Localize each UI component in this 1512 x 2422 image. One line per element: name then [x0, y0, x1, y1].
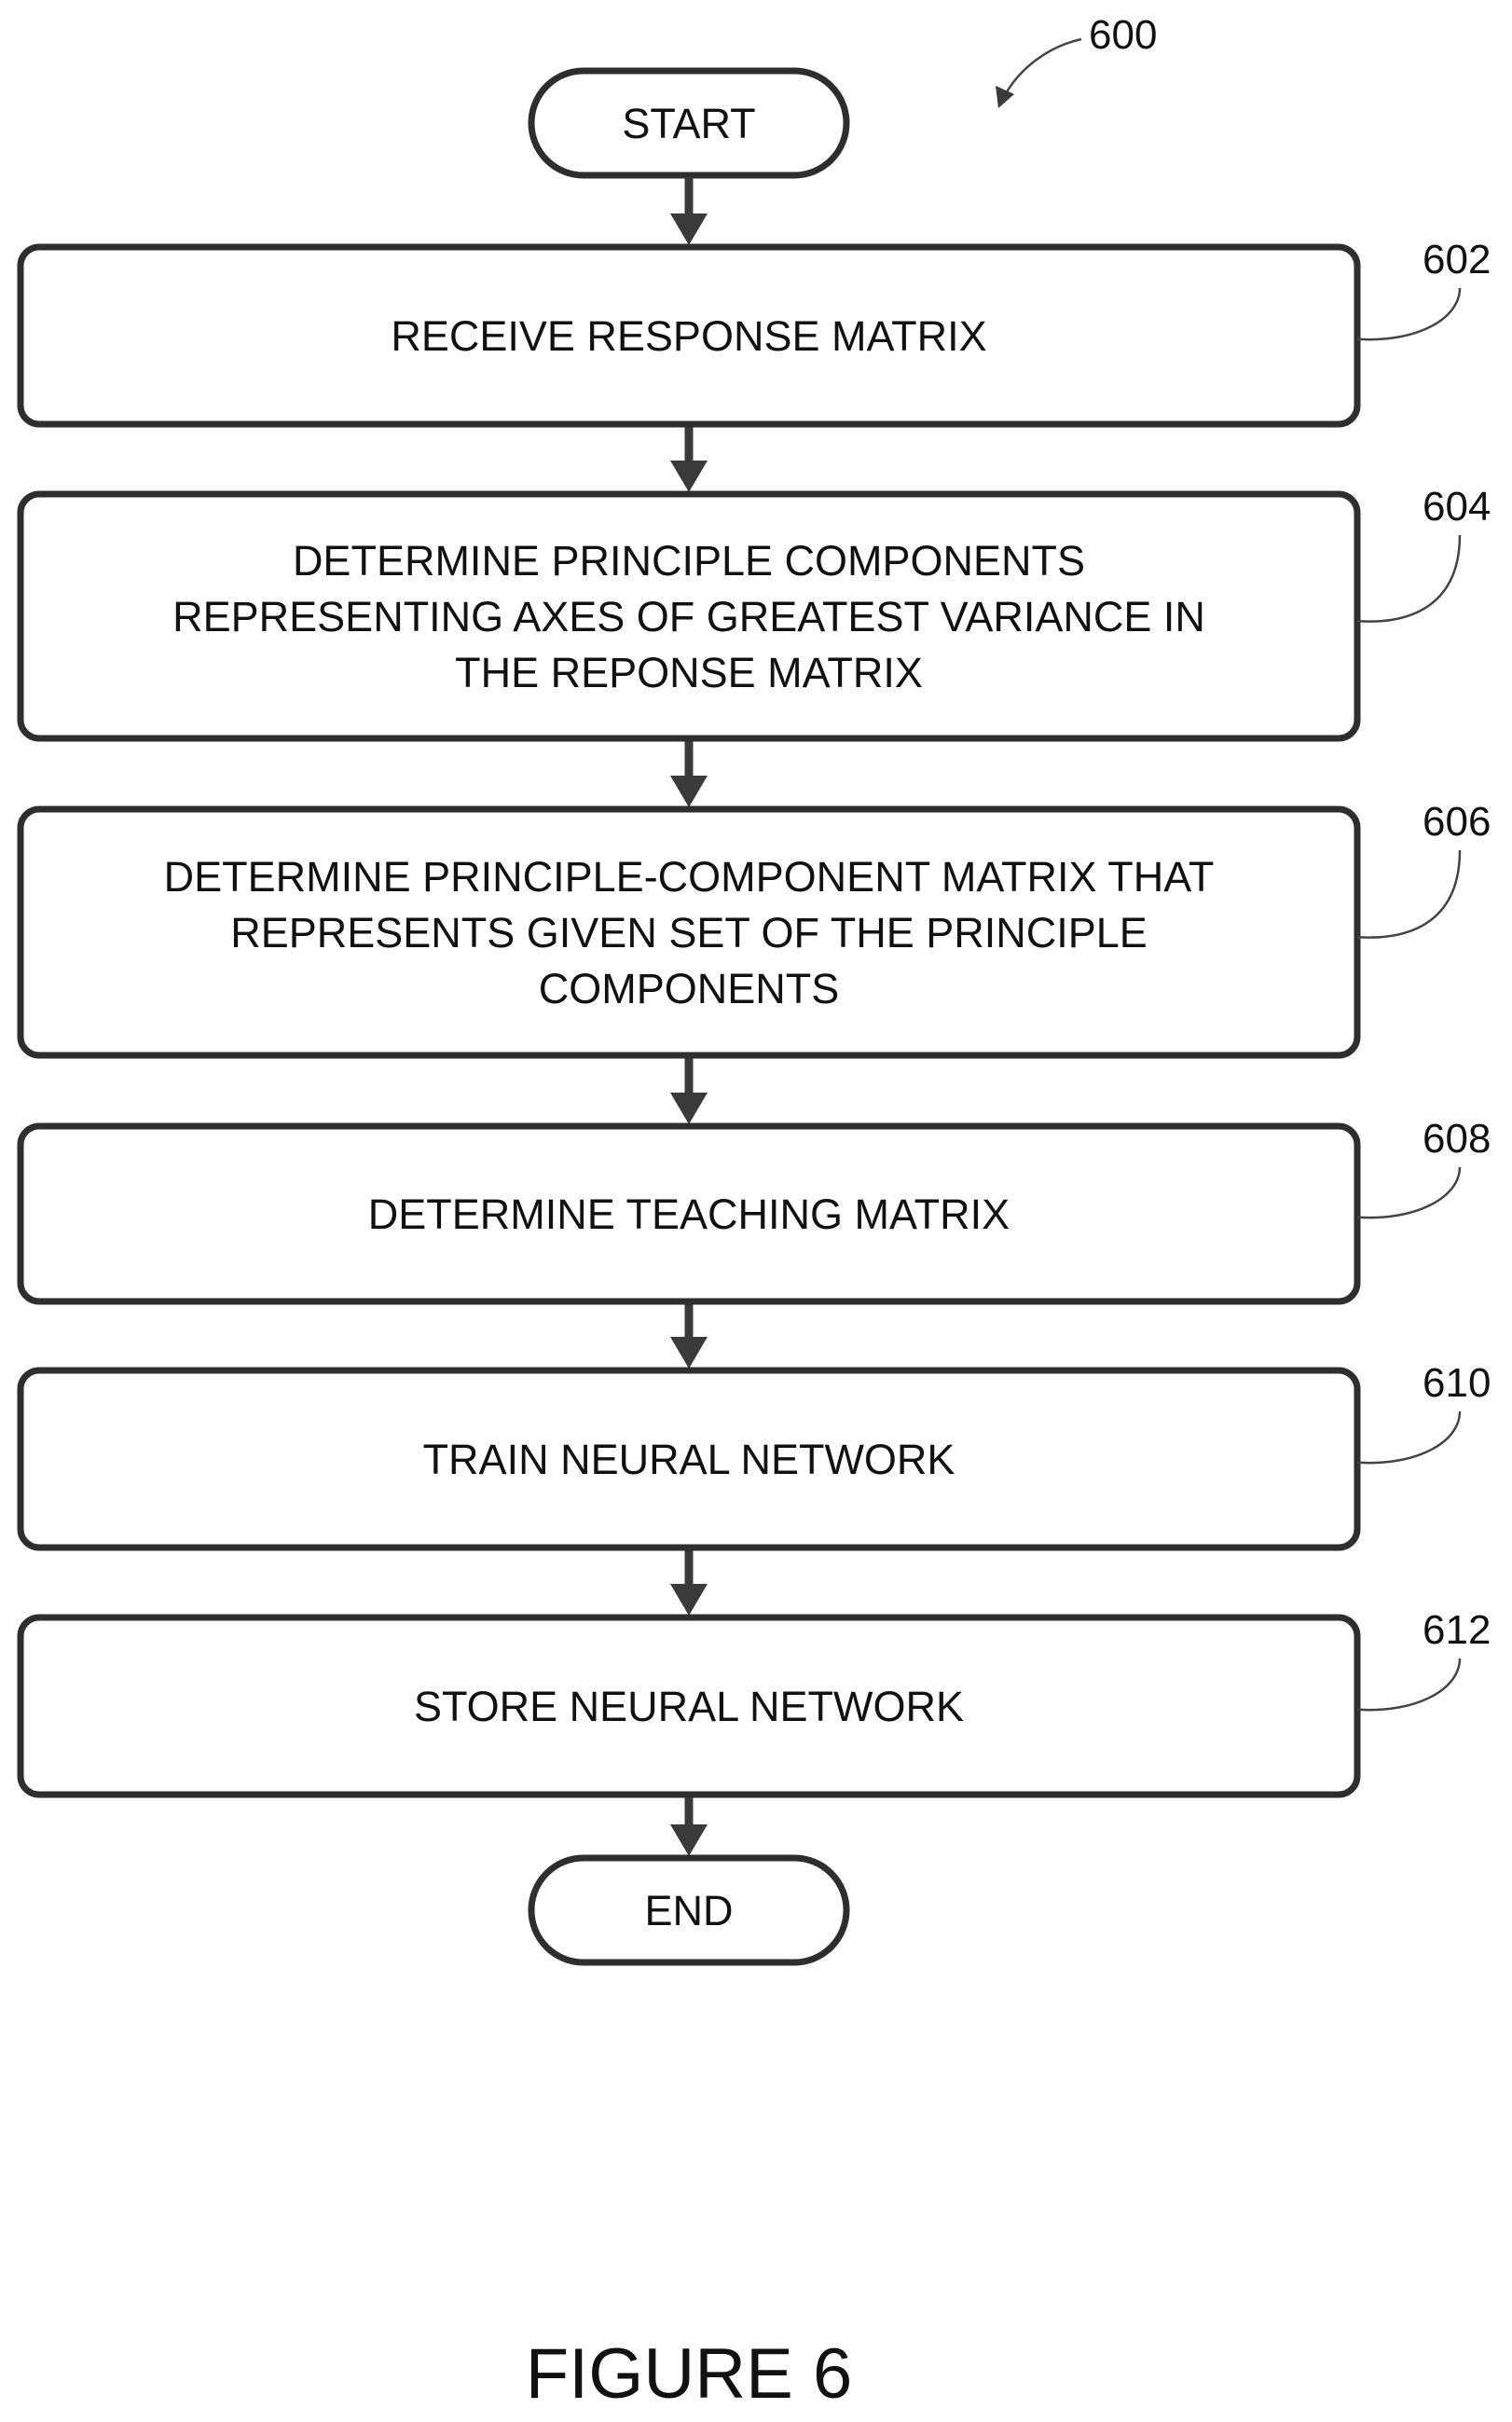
figure-caption: FIGURE 6	[526, 2334, 853, 2414]
flow-arrow	[670, 177, 708, 245]
end-terminal-label: END	[644, 1887, 733, 1934]
flow-arrowhead	[670, 1337, 708, 1369]
process-step-text-line: REPRESENTING AXES OF GREATEST VARIANCE I…	[172, 593, 1205, 640]
flow-arrowhead	[670, 213, 708, 245]
figure-reference-number: 600	[1089, 12, 1157, 58]
flow-arrow	[670, 1057, 708, 1124]
process-step: DETERMINE PRINCIPLE-COMPONENT MATRIX THA…	[21, 799, 1491, 1055]
process-step-text-line: DETERMINE TEACHING MATRIX	[368, 1190, 1010, 1238]
process-step: STORE NEURAL NETWORK 612	[21, 1607, 1491, 1795]
process-step-text-line: REPRESENTS GIVEN SET OF THE PRINCIPLE	[230, 909, 1148, 956]
flow-arrowhead	[670, 461, 708, 492]
flow-arrow	[670, 1303, 708, 1369]
process-step: DETERMINE PRINCIPLE COMPONENTS REPRESENTI…	[21, 484, 1491, 738]
flow-arrowhead	[670, 1824, 708, 1856]
process-step-text-line: THE REPONSE MATRIX	[455, 649, 923, 696]
process-step-reference: 606	[1423, 799, 1491, 845]
process-step-text-line: STORE NEURAL NETWORK	[414, 1683, 964, 1730]
end-terminal: END	[531, 1858, 846, 1962]
process-step-reference: 604	[1423, 484, 1491, 530]
process-step-text-line: DETERMINE PRINCIPLE-COMPONENT MATRIX THA…	[164, 853, 1215, 901]
process-step-text-line: DETERMINE PRINCIPLE COMPONENTS	[293, 537, 1085, 585]
process-step-text-line: TRAIN NEURAL NETWORK	[423, 1436, 955, 1483]
process-step-leader-line	[1357, 1658, 1460, 1710]
process-step: DETERMINE TEACHING MATRIX 608	[21, 1116, 1491, 1301]
flow-arrow	[670, 740, 708, 807]
figure-reference-arrow	[1005, 39, 1081, 95]
process-step-leader-line	[1357, 1167, 1460, 1218]
process-step-reference: 608	[1423, 1116, 1491, 1162]
process-step-reference: 602	[1423, 237, 1491, 282]
flow-arrow	[670, 1549, 708, 1616]
process-step: RECEIVE RESPONSE MATRIX 602	[21, 237, 1491, 424]
start-terminal-label: START	[622, 100, 755, 147]
process-step-text-line: COMPONENTS	[539, 965, 840, 1012]
process-step-leader-line	[1357, 850, 1460, 938]
flow-arrow	[670, 1796, 708, 1856]
figure-reference: 600	[996, 12, 1157, 108]
process-step-leader-line	[1357, 535, 1460, 622]
process-step-reference: 610	[1423, 1360, 1491, 1406]
flow-arrow	[670, 426, 708, 492]
start-terminal: START	[531, 71, 846, 175]
figure-reference-arrowhead	[996, 86, 1014, 108]
flow-arrowhead	[670, 1584, 708, 1616]
process-step-leader-line	[1357, 1411, 1460, 1463]
flow-arrowhead	[670, 776, 708, 807]
process-step-reference: 612	[1423, 1607, 1491, 1653]
process-step: TRAIN NEURAL NETWORK 610	[21, 1360, 1491, 1548]
process-step-leader-line	[1357, 288, 1460, 339]
process-step-text-line: RECEIVE RESPONSE MATRIX	[391, 312, 986, 360]
process-steps: RECEIVE RESPONSE MATRIX 602DETERMINE PRIN…	[21, 237, 1491, 1795]
flow-arrowhead	[670, 1093, 708, 1124]
